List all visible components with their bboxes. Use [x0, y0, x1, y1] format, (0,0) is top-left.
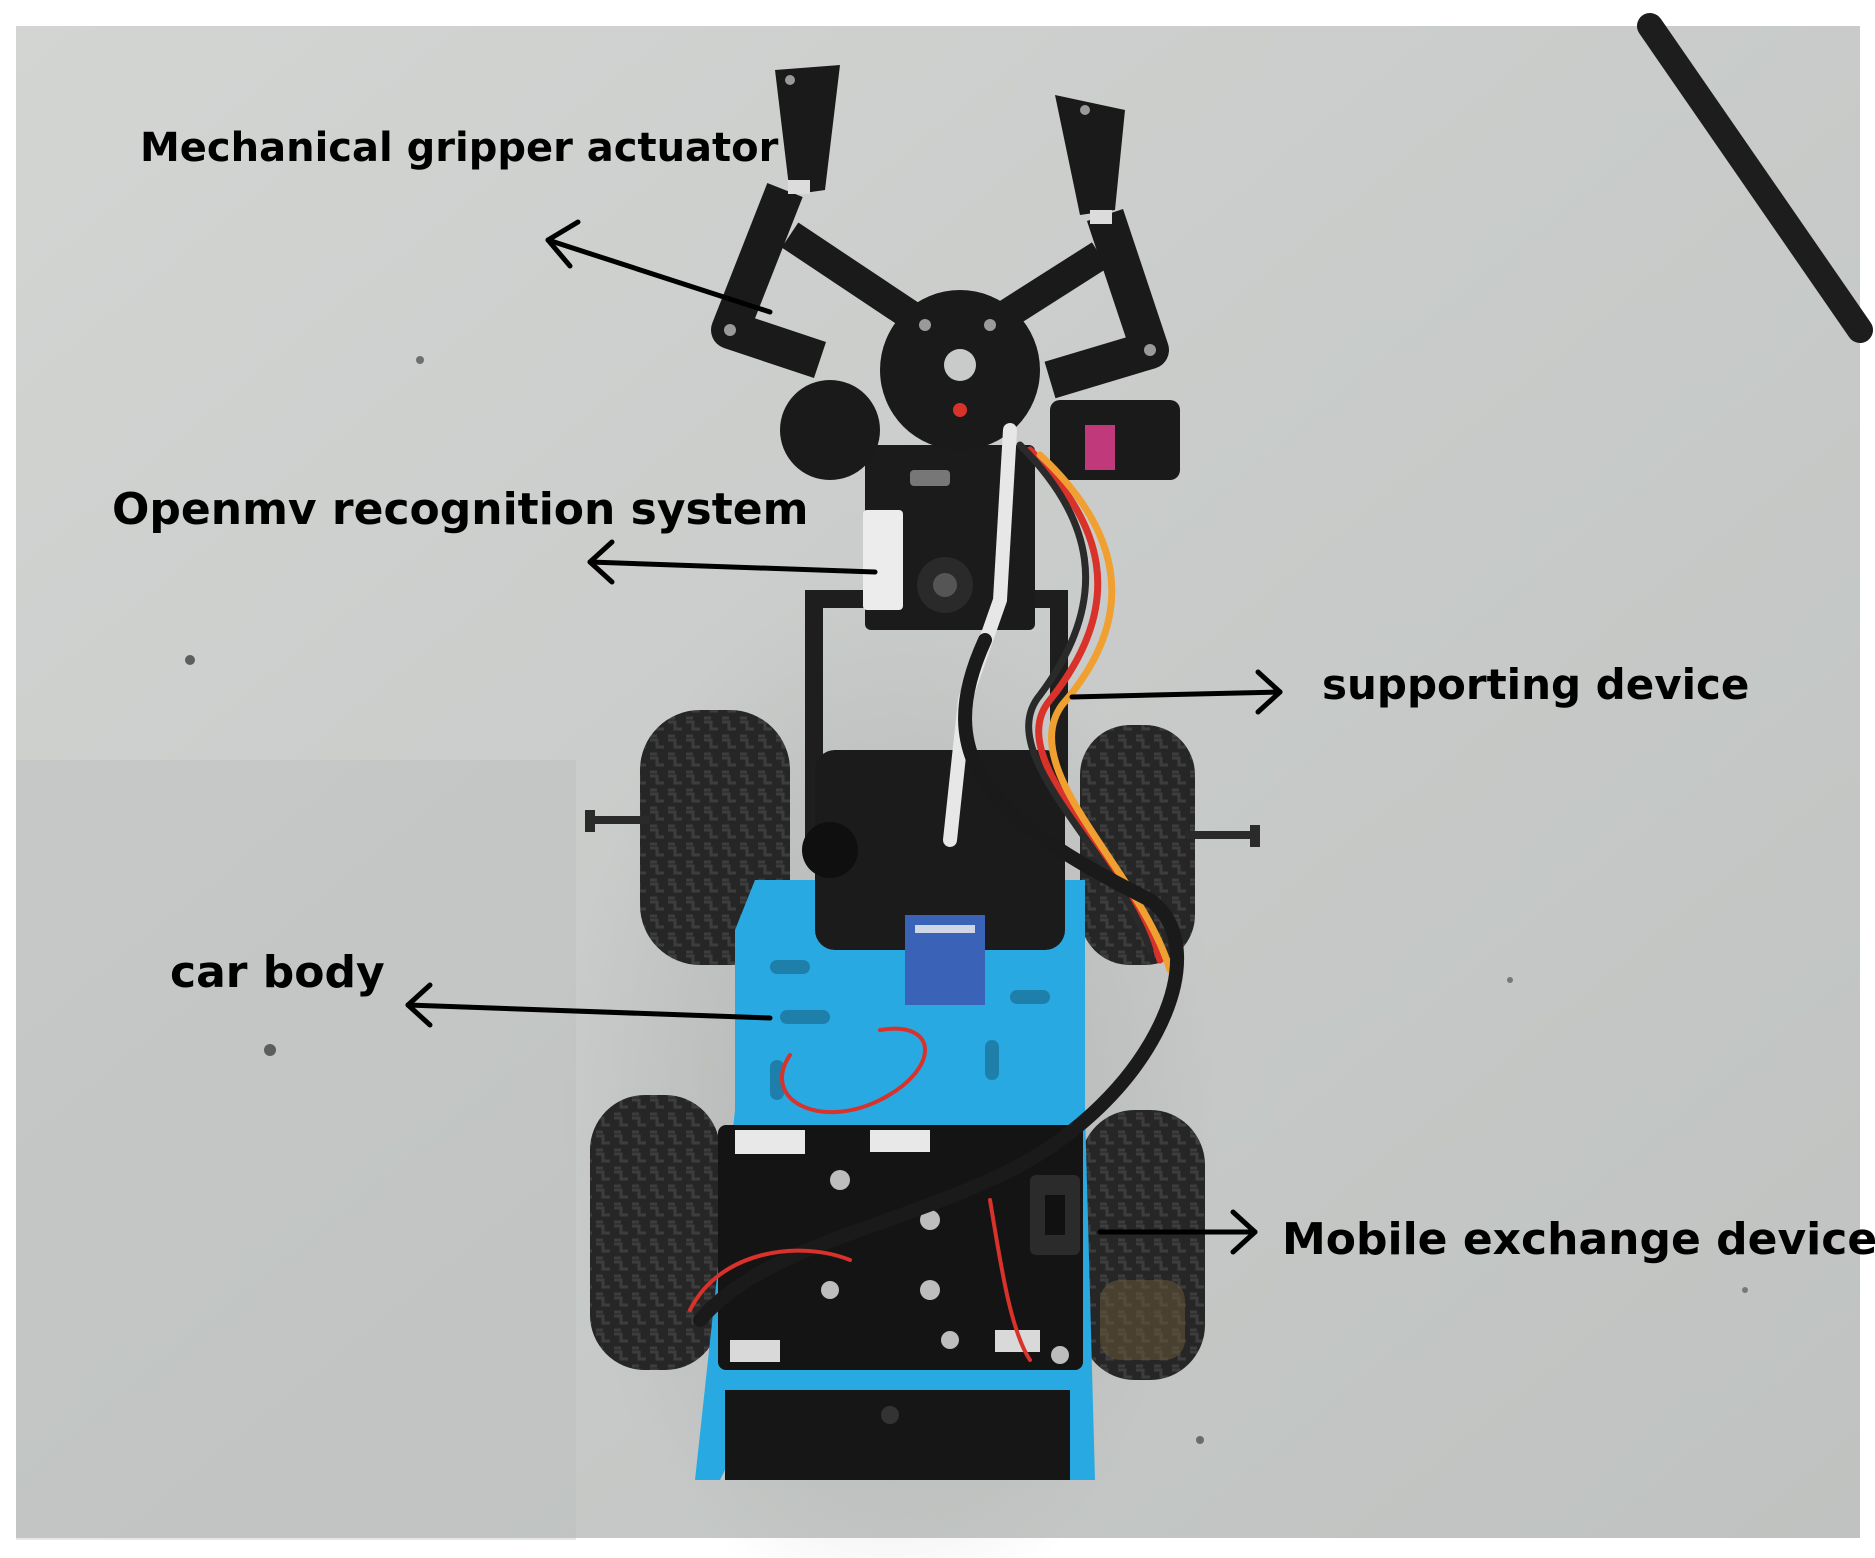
- wheel-rear-right: [1080, 1110, 1205, 1380]
- axle-right-cap: [1250, 825, 1260, 847]
- axle-left-cap: [585, 810, 595, 832]
- arrow-gripper: [545, 219, 773, 315]
- gripper: [711, 65, 1180, 480]
- arrow-carbody: [405, 982, 773, 1028]
- wheel-front-right: [1080, 725, 1195, 965]
- label-mechanical-gripper-actuator: Mechanical gripper actuator: [140, 125, 779, 171]
- label-car-body: car body: [170, 947, 385, 998]
- label-supporting-device: supporting device: [1322, 660, 1750, 709]
- openmv-camera: [863, 445, 1035, 630]
- arrow-support: [1069, 669, 1283, 715]
- label-mobile-exchange-device: Mobile exchange device: [1282, 1214, 1875, 1265]
- arrow-openmv: [587, 539, 878, 585]
- wire-bundle: [688, 423, 1184, 1362]
- annotation-arrows: [405, 219, 1283, 1255]
- arrow-mobile: [1097, 1209, 1258, 1255]
- label-openmv-recognition-system: Openmv recognition system: [112, 484, 809, 535]
- floor-cable: [1637, 13, 1873, 343]
- wheel-rear-left: [590, 1095, 720, 1370]
